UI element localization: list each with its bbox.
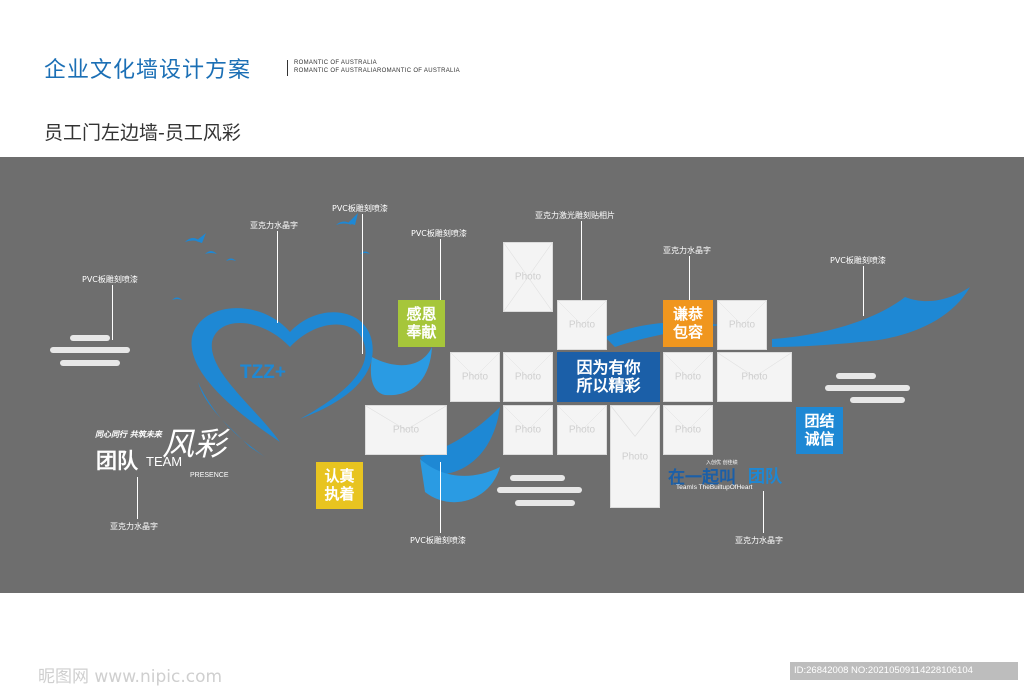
leader-line — [863, 266, 864, 316]
wall-canvas: TZZ+ Photo Photo Photo Photo Photo Photo… — [0, 157, 1024, 593]
label-acrylic-heart: 亚克力水晶字 — [250, 221, 298, 230]
leader-line — [137, 477, 138, 519]
cloud-icon — [70, 335, 110, 341]
team-en-text: TEAM — [146, 454, 183, 469]
cloud-icon — [497, 487, 582, 493]
heart-logo-text: TZZ+ — [240, 362, 286, 383]
team-main-text: 团队 — [96, 449, 138, 473]
cloud-icon — [60, 360, 120, 366]
label-laser-photos: 亚克力激光雕刻贴相片 — [535, 211, 615, 220]
cloud-icon — [515, 500, 575, 506]
heart-ribbon-icon — [191, 308, 373, 442]
leader-line — [581, 221, 582, 300]
photo-frame: Photo — [557, 405, 607, 455]
label-pvc-gratitude: PVC板雕刻喷漆 — [411, 229, 467, 238]
leader-line — [112, 285, 113, 340]
sign-center-slogan: 因为有你所以精彩 — [557, 352, 660, 402]
photo-frame: Photo — [663, 405, 713, 455]
subtitle-line-1: ROMANTIC OF AUSTRALIA — [294, 60, 377, 66]
sign-gratitude: 感恩奉献 — [398, 300, 445, 347]
cloud-icon — [50, 347, 130, 353]
title-subtitle-en: ROMANTIC OF AUSTRALIA ROMANTIC OF AUSTRA… — [294, 59, 460, 75]
photo-frame: Photo — [365, 405, 447, 455]
photo-frame: Photo — [503, 405, 553, 455]
photo-frame: Photo — [503, 352, 553, 402]
watermark-id-bg — [790, 662, 1018, 680]
photo-frame: Photo — [717, 352, 792, 402]
cloud-icon — [850, 397, 905, 403]
together-small-text: 入创优 创佳绩 — [706, 460, 738, 466]
photo-frame: Photo — [663, 352, 713, 402]
leader-line — [689, 256, 690, 300]
cloud-icon — [510, 475, 565, 481]
photo-frame: Photo — [503, 242, 553, 312]
label-acrylic-together: 亚克力水晶字 — [735, 536, 783, 545]
label-acrylic-humility: 亚克力水晶字 — [663, 246, 711, 255]
section-title: 员工门左边墙-员工风彩 — [44, 122, 241, 144]
label-pvc-bottom: PVC板雕刻喷漆 — [410, 536, 466, 545]
sign-unity: 团结诚信 — [796, 407, 843, 454]
sign-diligence: 认真执着 — [316, 462, 363, 509]
photo-frame: Photo — [717, 300, 767, 350]
watermark-id: ID:26842008 NO:20210509114228106104 — [794, 665, 973, 676]
leader-line — [763, 491, 764, 533]
cloud-icon — [825, 385, 910, 391]
title-divider — [287, 60, 288, 76]
wave-icon — [772, 287, 970, 347]
team-presence-text: PRESENCE — [190, 472, 229, 479]
watermark-left: 昵图网 www.nipic.com — [38, 667, 223, 687]
label-pvc-left: PVC板雕刻喷漆 — [82, 275, 138, 284]
leader-line — [277, 231, 278, 323]
sign-humility: 谦恭包容 — [663, 300, 713, 347]
photo-frame: Photo — [557, 300, 607, 350]
page-title: 企业文化墙设计方案 — [44, 58, 252, 83]
team-slogan: 同心同行 共筑未来 — [95, 430, 162, 439]
photo-frame: Photo — [450, 352, 500, 402]
label-pvc-top: PVC板雕刻喷漆 — [332, 204, 388, 213]
together-main-left: 在一起叫 — [668, 468, 736, 488]
subtitle-line-2: ROMANTIC OF AUSTRALIAROMANTIC OF AUSTRAL… — [294, 68, 460, 74]
label-pvc-right: PVC板雕刻喷漆 — [830, 256, 886, 265]
leader-line — [440, 462, 441, 533]
label-acrylic-team: 亚克力水晶字 — [110, 522, 158, 531]
photo-frame: Photo — [610, 405, 660, 508]
leader-line — [362, 214, 363, 354]
cloud-icon — [836, 373, 876, 379]
together-en-text: TeamIs TheBuiltupOfHeart — [676, 484, 753, 491]
team-calligraphy: 风彩 — [162, 425, 227, 463]
together-main-right: 团队 — [748, 467, 782, 487]
leader-line — [440, 239, 441, 300]
